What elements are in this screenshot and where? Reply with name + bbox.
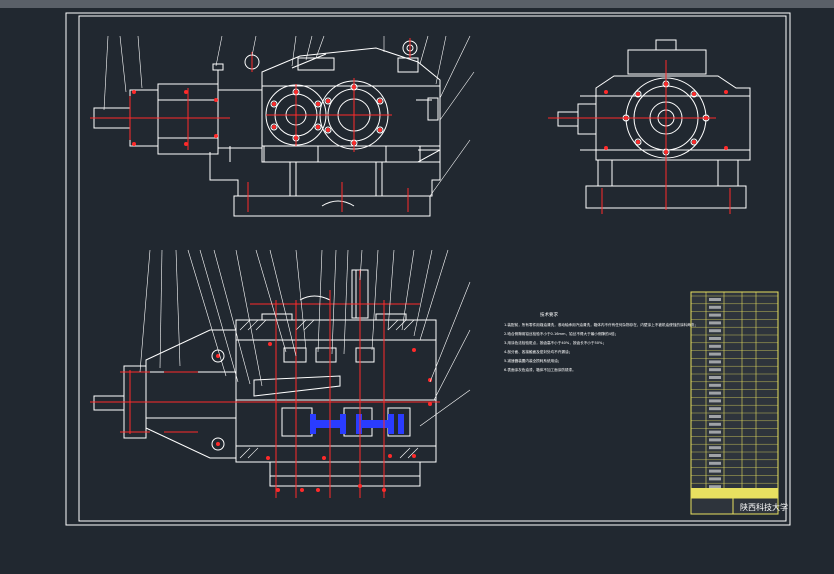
parts-list-cell-mark xyxy=(709,477,721,481)
notes-heading: 技术要求 xyxy=(540,311,558,318)
parts-list-cell-mark xyxy=(709,454,721,457)
outer-frame xyxy=(65,12,791,526)
note-line: 1.装配前，所有零件用煤油清洗，滚动轴承用汽油清洗，箱体内不许有任何杂物存在，内… xyxy=(504,322,698,327)
section-view-bolt-marks xyxy=(216,342,432,492)
parts-list-cell-mark xyxy=(709,321,721,325)
note-line: 3.用涂色法检验斑点，按齿高不小于40%，按齿长不小于50%； xyxy=(504,340,606,345)
side-view-bolt-marks xyxy=(604,82,728,154)
section-view-blue-parts xyxy=(310,414,404,434)
side-view xyxy=(557,39,751,209)
parts-list-cell-mark xyxy=(709,305,721,309)
application-top-bar xyxy=(0,0,834,8)
parts-list-cell-mark xyxy=(709,438,721,442)
note-line: 4.剖分面、各接触面及密封处均不许漏油； xyxy=(504,349,572,354)
parts-list-cell-mark xyxy=(709,329,721,333)
notes-lines: 1.装配前，所有零件用煤油清洗，滚动轴承用汽油清洗，箱体内不许有任何杂物存在，内… xyxy=(504,322,698,372)
section-view xyxy=(93,269,437,487)
parts-list-cell-mark xyxy=(709,368,721,372)
side-view-centerlines xyxy=(548,60,731,214)
school-name: 陕西科技大学 xyxy=(740,502,788,512)
parts-list-cell-mark xyxy=(709,399,721,403)
parts-list-cell-mark xyxy=(709,337,721,340)
parts-list-cell-mark xyxy=(709,407,721,411)
parts-list-cell-mark xyxy=(709,422,721,426)
title-block xyxy=(690,291,779,515)
parts-list-cell-mark xyxy=(709,461,721,465)
parts-list-cell-mark xyxy=(709,376,721,379)
front-view-bolt-marks xyxy=(132,85,382,146)
parts-list-cell-mark xyxy=(709,430,721,434)
parts-list-cell-mark xyxy=(709,344,721,348)
parts-list-cell-mark xyxy=(709,313,721,317)
parts-list-cell-mark xyxy=(709,415,721,418)
parts-list-cell-mark xyxy=(709,352,721,356)
front-view-leaders xyxy=(103,35,475,197)
inner-frame xyxy=(78,15,787,522)
note-line: 2.啮合侧隙用铅丝检验不小于0.16mm，铅丝不得大于最小侧隙的4倍； xyxy=(504,331,618,336)
note-line: 5.减速器装置内装全损耗系统用油； xyxy=(504,358,561,363)
front-view-centerlines xyxy=(90,38,411,212)
parts-list-cell-mark xyxy=(709,485,721,489)
parts-list-cell-mark xyxy=(709,446,721,450)
parts-list-cell-mark xyxy=(709,298,721,301)
section-view-leaders xyxy=(139,249,471,427)
parts-list-cell-mark xyxy=(709,383,721,387)
front-view xyxy=(93,40,441,217)
title-block-rows xyxy=(691,295,778,489)
section-view-hatching xyxy=(239,319,419,459)
note-line: 6.表面涂灰色油漆，箱体不加工面涂防锈漆。 xyxy=(504,367,576,372)
parts-list-cell-mark xyxy=(709,469,721,473)
parts-list-cell-mark xyxy=(709,391,721,395)
parts-list-cell-mark xyxy=(709,360,721,364)
section-view-centerlines xyxy=(90,270,440,498)
